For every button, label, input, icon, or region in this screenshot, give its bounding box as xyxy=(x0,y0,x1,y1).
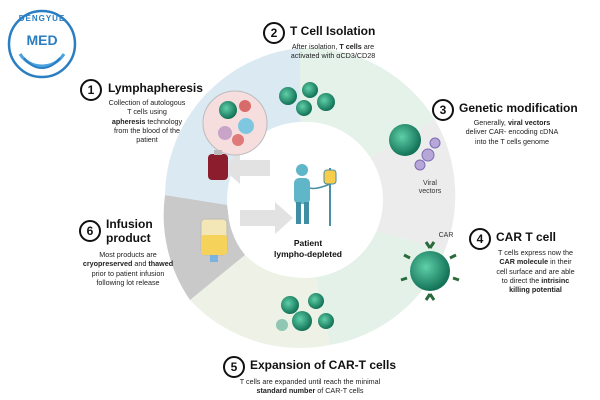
step-4-number: 4 xyxy=(469,228,491,250)
step-6-desc: Most products are cryopreserved and thaw… xyxy=(82,250,174,288)
car-t-cell-icon xyxy=(400,241,460,301)
step-2-desc: After isolation, T cells are activated w… xyxy=(290,42,376,61)
step-3-desc: Generally, viral vectors deliver CAR- en… xyxy=(465,118,559,146)
step-5-number: 5 xyxy=(223,356,245,378)
logo xyxy=(7,9,77,79)
step-1-desc: Collection of autologous T cells using a… xyxy=(108,98,186,145)
step-3-title: Genetic modification xyxy=(459,101,578,115)
step-1-number: 1 xyxy=(80,79,102,101)
logo-mark: MED xyxy=(26,32,58,48)
step-5-desc: T cells are expanded until reach the min… xyxy=(239,377,381,396)
arrow-left xyxy=(222,152,270,184)
arrow-right xyxy=(240,202,293,234)
logo-top-text: DENGYUE xyxy=(18,14,66,23)
step-3-number: 3 xyxy=(432,99,454,121)
step-4-desc: T cells express now the CAR molecule in … xyxy=(496,248,575,295)
step-2-number: 2 xyxy=(263,22,285,44)
viral-vectors-label: Viral vectors xyxy=(418,180,442,196)
blood-cells-zoom xyxy=(202,90,268,156)
step-6-number: 6 xyxy=(79,220,101,242)
step-5-title: Expansion of CAR-T cells xyxy=(250,358,397,372)
patient-label: Patient lympho-depleted xyxy=(273,238,342,259)
ring-segment-car xyxy=(315,230,445,345)
step-6-title: Infusion product xyxy=(106,217,153,245)
step-2-title: T Cell Isolation xyxy=(290,24,376,38)
infusion-bag-icon xyxy=(200,218,228,262)
t-cells-cluster xyxy=(279,82,335,116)
step-4-title: CAR T cell xyxy=(496,230,557,244)
step-1-title: Lymphapheresis xyxy=(108,81,203,95)
expanded-cells-cluster xyxy=(276,293,334,331)
patient-with-iv-icon xyxy=(294,164,337,226)
blood-bag-icon xyxy=(208,150,228,180)
viral-transduction-icon xyxy=(389,124,441,171)
car-label: CAR xyxy=(438,232,454,239)
